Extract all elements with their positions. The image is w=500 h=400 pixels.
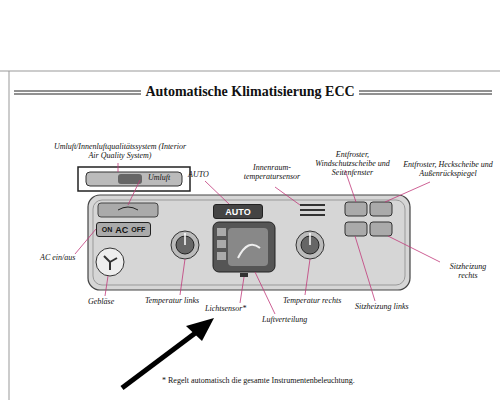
- auto-button: AUTO: [213, 204, 263, 219]
- callout-label: AC ein/aus: [40, 253, 75, 262]
- footnote: * Regelt automatisch die gesamte Instrum…: [162, 376, 355, 385]
- ac-button: ONACOFF: [96, 222, 151, 237]
- callout-label: Entfroster, Heckscheibe und Außenrückspi…: [398, 160, 498, 178]
- callout-label: Umluft/Innenluftqualitätssystem (Interio…: [50, 142, 190, 160]
- callout-label: Lichtsensor*: [205, 304, 246, 313]
- button-text: OFF: [131, 226, 145, 233]
- callout-label: Temperatur links: [145, 296, 199, 305]
- callout-label: Innenraum- temperatursensor: [240, 163, 304, 181]
- button-text: ON: [102, 226, 113, 233]
- callout-label: Gebläse: [88, 297, 114, 306]
- callout-label: Sitzheizung links: [355, 302, 409, 311]
- diagram-title: Automatische Klimatisierung ECC: [141, 84, 358, 100]
- callout-label: Luftverteilung: [262, 315, 307, 324]
- callout-label: Entfroster, Windschutzscheibe und Seiten…: [305, 150, 400, 178]
- button-text: AUTO: [225, 207, 250, 217]
- callout-label: Temperatur rechts: [283, 296, 341, 305]
- callout-label: AUTO: [188, 170, 209, 179]
- button-text: AC: [115, 225, 128, 235]
- callout-label: Umluft: [148, 173, 170, 182]
- callout-label: Sitzheizung rechts: [443, 262, 493, 280]
